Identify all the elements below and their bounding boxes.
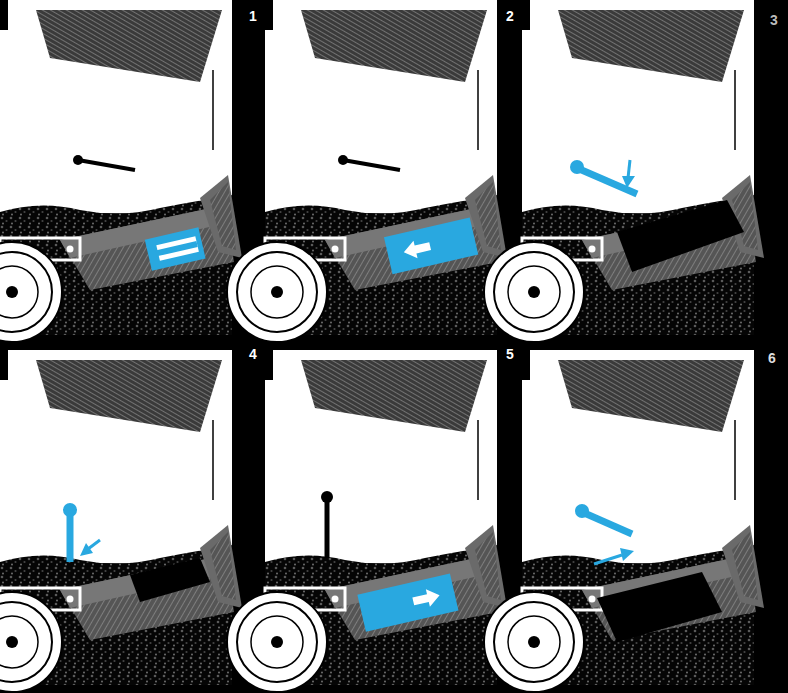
callout-number: 5 bbox=[506, 346, 514, 362]
callout-number: 6 bbox=[768, 350, 776, 366]
callout-number: 4 bbox=[249, 346, 257, 362]
callout-number: 3 bbox=[770, 12, 778, 28]
callout-number: 2 bbox=[506, 8, 514, 24]
callout-number: 1 bbox=[249, 8, 257, 24]
